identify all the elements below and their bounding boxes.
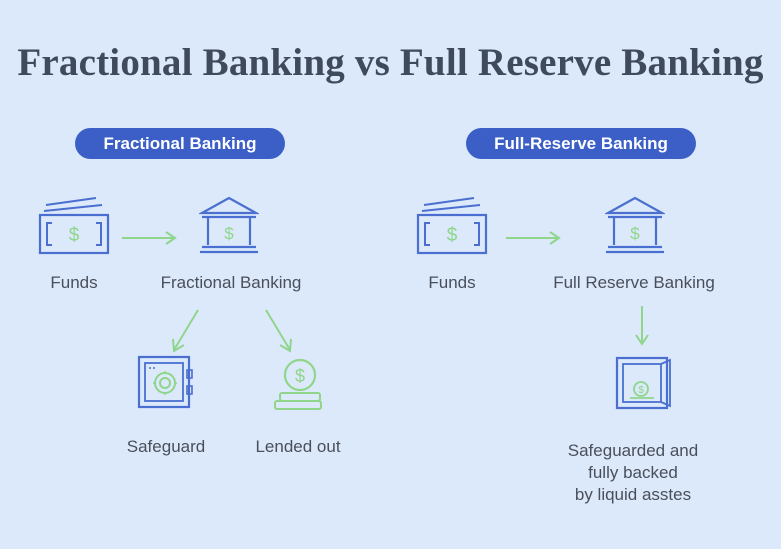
fractional-bank-label: Fractional Banking: [160, 273, 302, 292]
vault-icon: [137, 355, 193, 409]
fractional-banking-header: Fractional Banking: [75, 128, 285, 159]
bank-icon: $: [605, 196, 665, 254]
full-reserve-bank-label: Full Reserve Banking: [553, 273, 715, 292]
svg-text:$: $: [630, 224, 640, 243]
coins-icon: $: [274, 358, 322, 410]
svg-text:$: $: [69, 225, 80, 246]
vault-description: Safeguarded and fully backed by liquid a…: [548, 440, 718, 506]
funds-label-right: Funds: [428, 273, 476, 292]
svg-text:$: $: [295, 366, 305, 386]
svg-text:$: $: [224, 224, 234, 243]
full-reserve-banking-header-label: Full-Reserve Banking: [494, 133, 668, 153]
safeguard-label: Safeguard: [126, 437, 206, 456]
arrow-funds-to-bank-right: [506, 231, 561, 245]
arrow-bank-to-vault: [635, 306, 649, 346]
svg-text:$: $: [447, 225, 458, 246]
arrow-bank-to-lended: [265, 309, 292, 353]
vault-description-line-1: Safeguarded and: [567, 441, 699, 460]
vault-description-line-2: fully backed: [588, 463, 678, 482]
funds-label-left: Funds: [50, 273, 98, 292]
page-title: Fractional Banking vs Full Reserve Banki…: [17, 41, 764, 84]
cash-icon: $: [416, 197, 488, 255]
arrow-bank-to-safeguard: [172, 309, 199, 353]
arrow-funds-to-bank-left: [122, 231, 177, 245]
bank-icon: $: [199, 196, 259, 254]
vault-icon: $: [615, 356, 671, 410]
lended-out-label: Lended out: [255, 437, 341, 456]
vault-description-line-3: by liquid asstes: [574, 485, 692, 504]
svg-text:$: $: [638, 385, 644, 396]
full-reserve-banking-header: Full-Reserve Banking: [466, 128, 696, 159]
fractional-banking-header-label: Fractional Banking: [103, 133, 257, 153]
cash-icon: $: [38, 197, 110, 255]
